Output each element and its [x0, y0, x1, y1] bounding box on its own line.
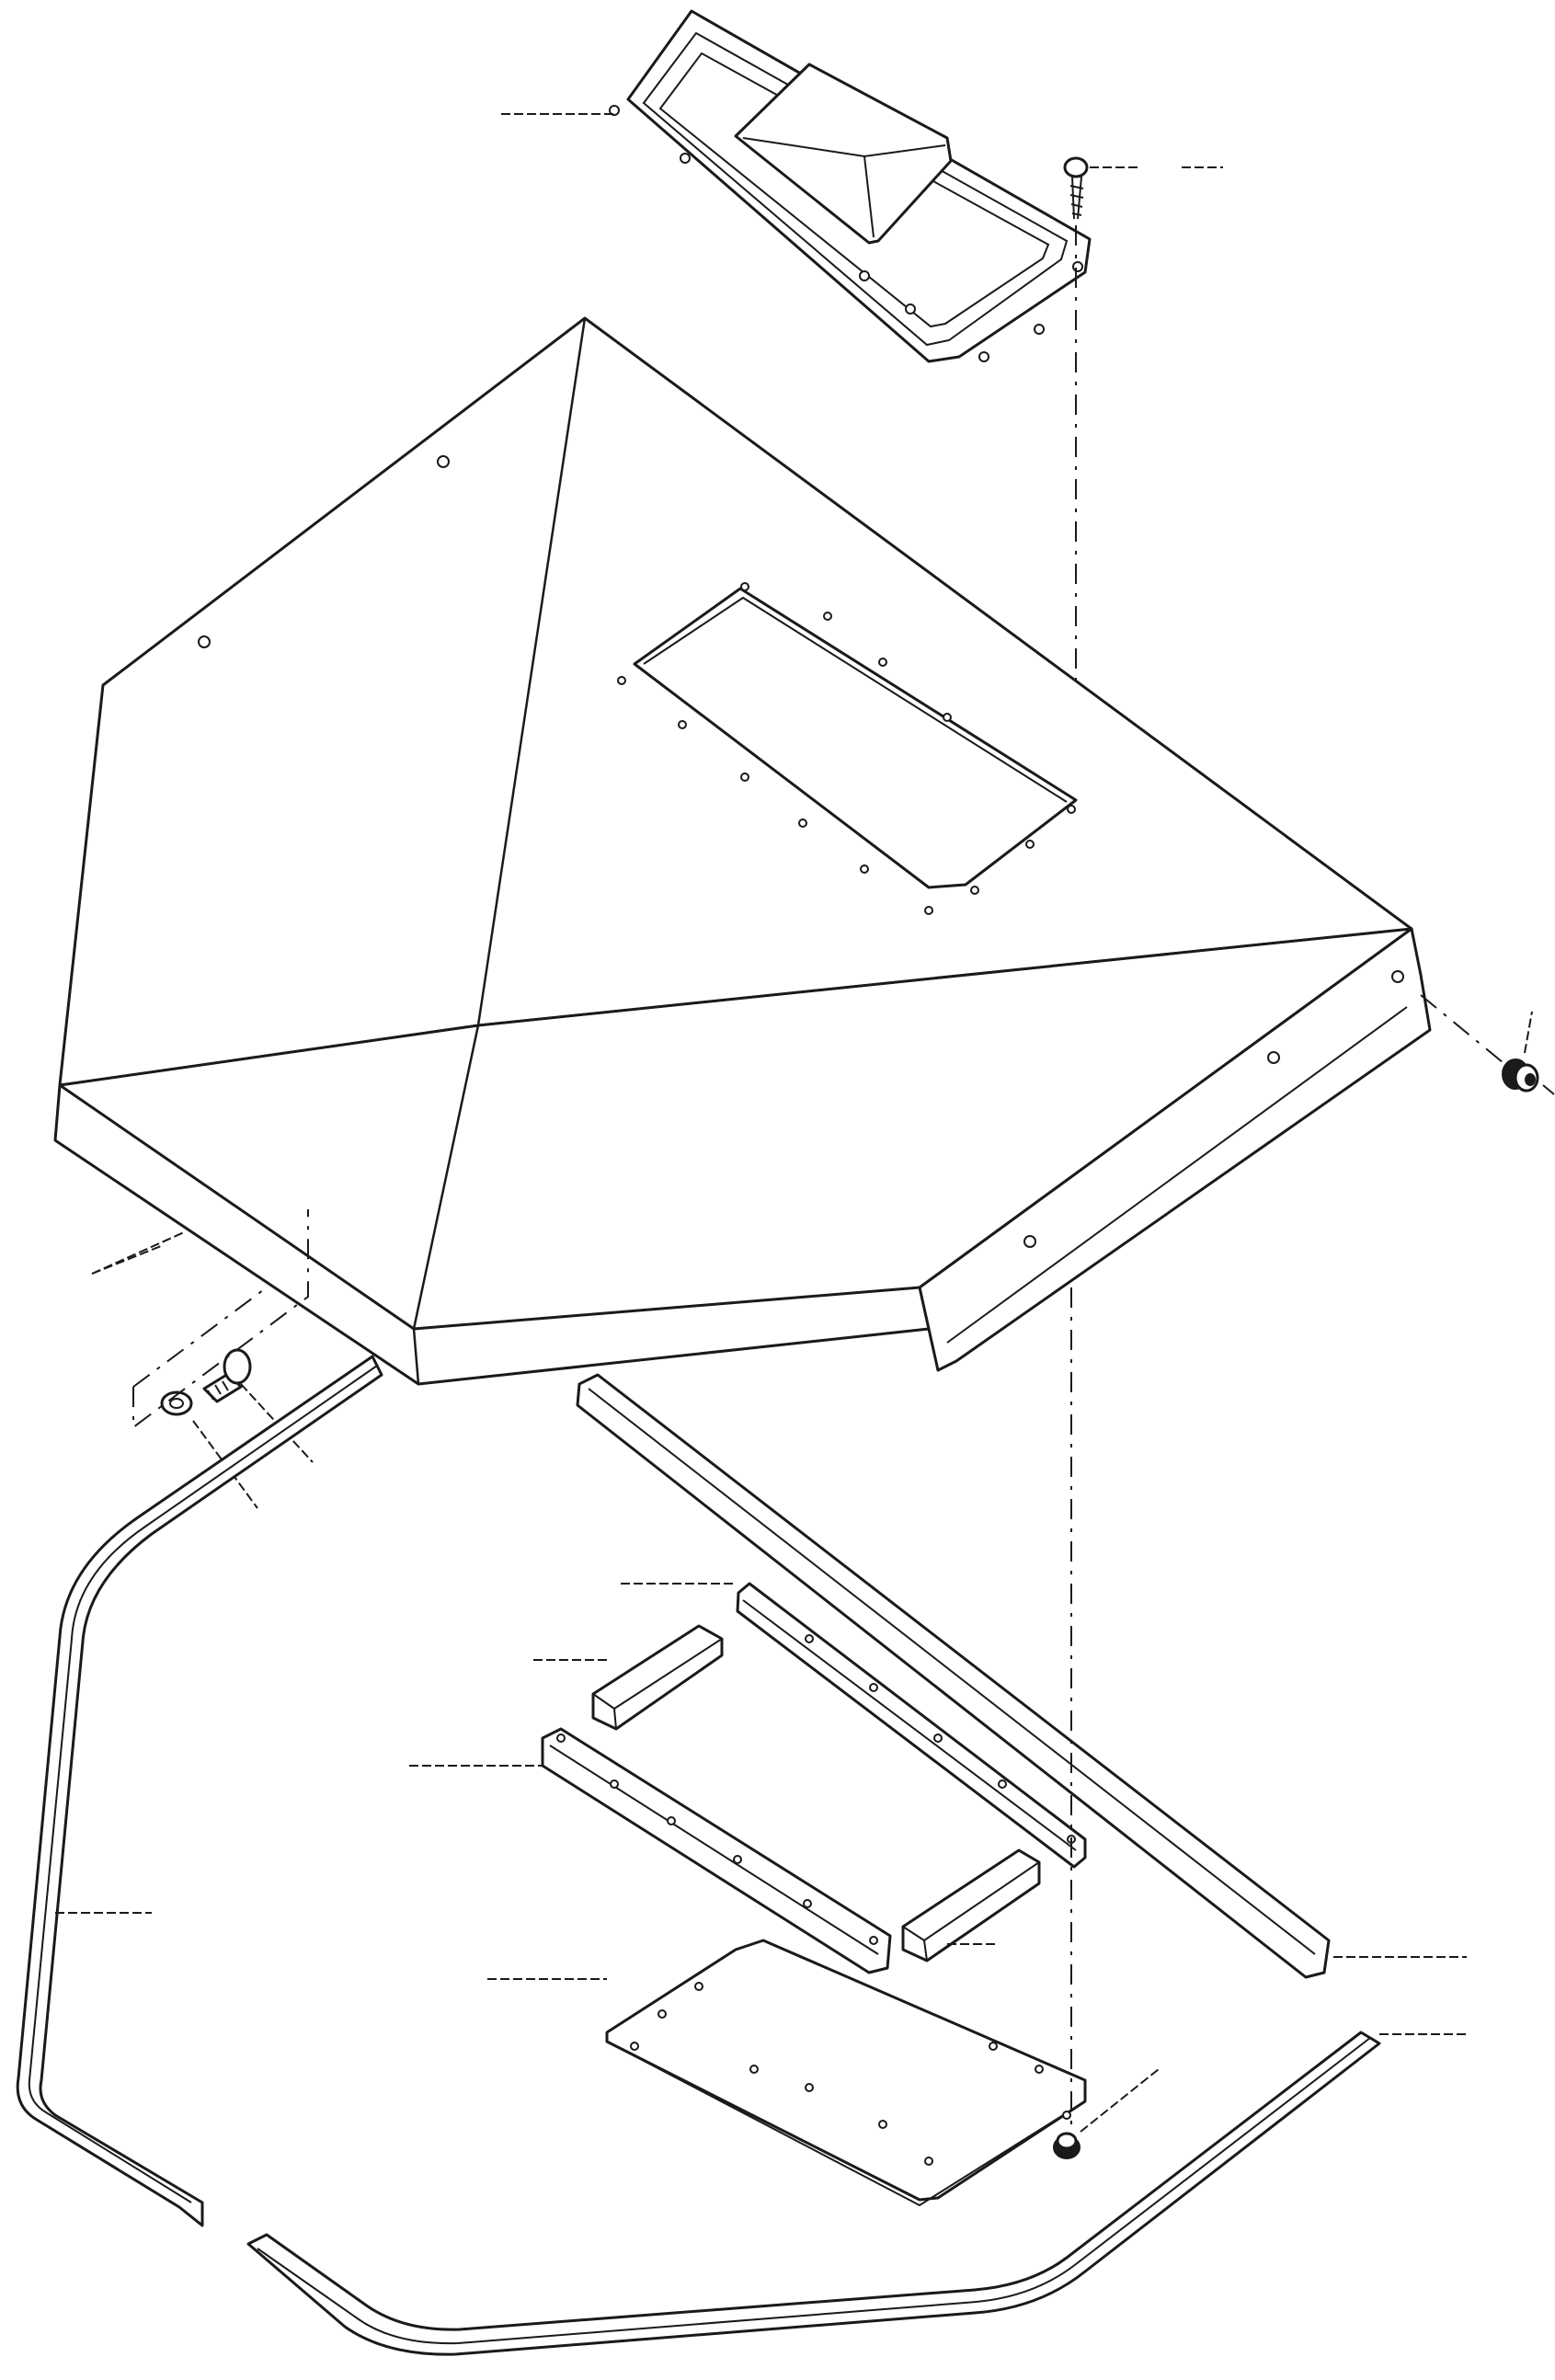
leader-grommet [1524, 1011, 1533, 1054]
side-grommet [1502, 1058, 1539, 1093]
leader-pyramid-cover [91, 1245, 162, 1275]
hatch-cover [609, 9, 1092, 363]
pyramid-cover [53, 316, 1432, 1386]
dashed-axis-grommet [1420, 994, 1555, 1095]
short-block-right [901, 1848, 1041, 1962]
cover-screw [1063, 156, 1089, 220]
bolt-and-washer [160, 1348, 252, 1416]
cover-holes [198, 455, 1404, 1248]
bent-frame-left [16, 1355, 383, 2227]
front-bar [541, 1727, 892, 1974]
long-bar [576, 1373, 1331, 1979]
nut [1053, 2132, 1080, 2159]
leader-nut [1080, 2068, 1160, 2133]
hatch-cover-holes [609, 105, 1083, 362]
dashed-box-bolt [132, 1209, 309, 1429]
bent-frame-bottom [246, 2031, 1381, 2356]
base-plate [605, 1939, 1087, 2207]
side-rail [736, 1582, 1087, 1869]
short-block-left [591, 1624, 724, 1731]
